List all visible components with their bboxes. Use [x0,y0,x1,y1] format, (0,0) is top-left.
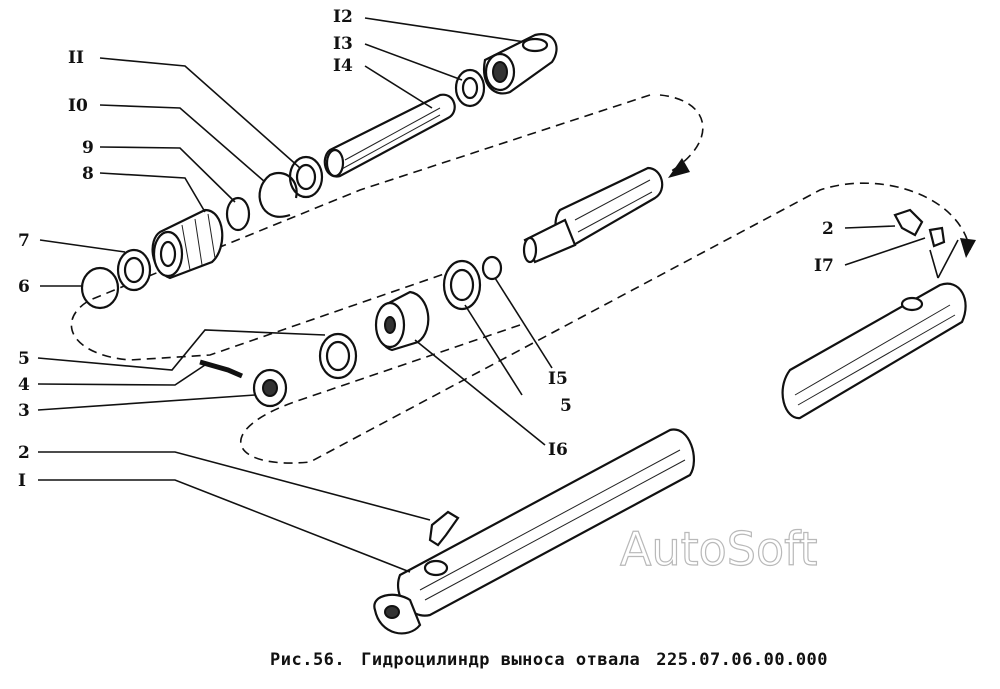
watermark: AutoSoft [619,521,818,576]
leader-5-right [464,304,523,396]
assembly-path-upper [659,94,704,173]
part-rod [323,93,456,178]
part-small-o-ring [481,255,503,281]
figure-code: 225.07.06.00.000 [656,650,829,670]
part-seal [116,248,152,292]
callout-9: 9 [82,138,94,158]
callout-I2: I2 [333,7,353,27]
callout-II: II [68,48,84,68]
leader-I6 [414,339,546,446]
leader-I4 [364,65,433,109]
part-rod-bushing [288,155,324,199]
part-castle-nut [252,368,288,408]
part-piston [374,290,430,352]
leader-8 [99,172,206,213]
assembly-path-lower [239,182,971,464]
part-rod-eye [482,33,558,95]
callout-I0: I0 [68,96,88,116]
part-bushing-right [442,259,482,311]
leader-I3 [364,43,463,81]
leader-2-right [844,225,896,229]
part-bushing-left [318,332,358,380]
figure-title: Гидроцилиндр выноса отвала [361,650,641,670]
leader-4 [37,364,206,386]
part-fitting-lower [428,510,460,547]
leader-5-left [37,329,326,371]
callout-4: 4 [18,375,30,395]
leader-3 [37,394,256,411]
callout-5-left: 5 [18,349,30,369]
callout-8: 8 [82,164,94,184]
callout-I: I [18,471,26,491]
leader-I0 [99,104,266,183]
part-cover [151,208,224,280]
callout-7: 7 [18,231,30,251]
part-ring [80,266,120,310]
callout-I6: I6 [548,440,568,460]
part-o-ring [225,196,251,232]
callout-6: 6 [18,277,30,297]
leader-I2 [364,17,526,43]
callout-I3: I3 [333,34,353,54]
callout-I4: I4 [333,56,353,76]
flow-arrowhead [960,238,976,258]
plug-pointer [929,239,959,279]
part-pin [199,359,243,379]
leader-9 [99,146,236,203]
leader-I5 [494,277,553,369]
leader-2-lower [38,451,431,521]
part-retaining-ring [258,172,298,218]
figure-caption: Рис.56. Гидроцилиндр выноса отвала 225.07.… [270,650,970,670]
part-fitting-right [893,208,924,237]
callout-2-right: 2 [822,219,834,239]
callout-5-right: 5 [560,396,572,416]
leader-I [38,479,411,573]
leader-I7 [844,237,926,266]
callout-I5: I5 [548,369,568,389]
flow-arrowhead [668,158,690,178]
part-washer [454,68,486,108]
leader-7 [39,239,126,253]
part-cylinder-barrel [781,282,967,420]
callout-3: 3 [18,401,30,421]
leader-II [99,57,301,169]
callout-2-lower: 2 [18,443,30,463]
part-piston-rod [522,166,664,264]
part-plug [928,226,946,248]
figure-number: Рис.56. [270,650,346,670]
part-cylinder-body [373,428,695,635]
callout-I7: I7 [814,256,834,276]
